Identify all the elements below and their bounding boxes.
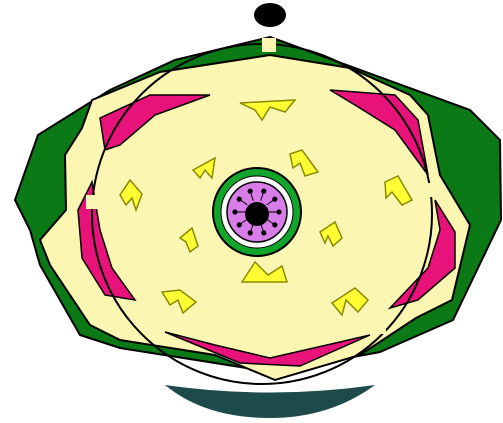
- ovule: [248, 189, 253, 194]
- mother-axis-dot: [254, 3, 286, 27]
- ovule: [248, 230, 253, 235]
- ring-gap-left: [86, 195, 100, 209]
- ring-gap-bottom-right: [372, 320, 386, 334]
- ring-gap-bottom-left: [150, 318, 164, 332]
- bract: [165, 385, 375, 418]
- ring-gap-right: [424, 183, 438, 197]
- ring-gap-top: [262, 38, 276, 52]
- placenta-core: [245, 202, 269, 226]
